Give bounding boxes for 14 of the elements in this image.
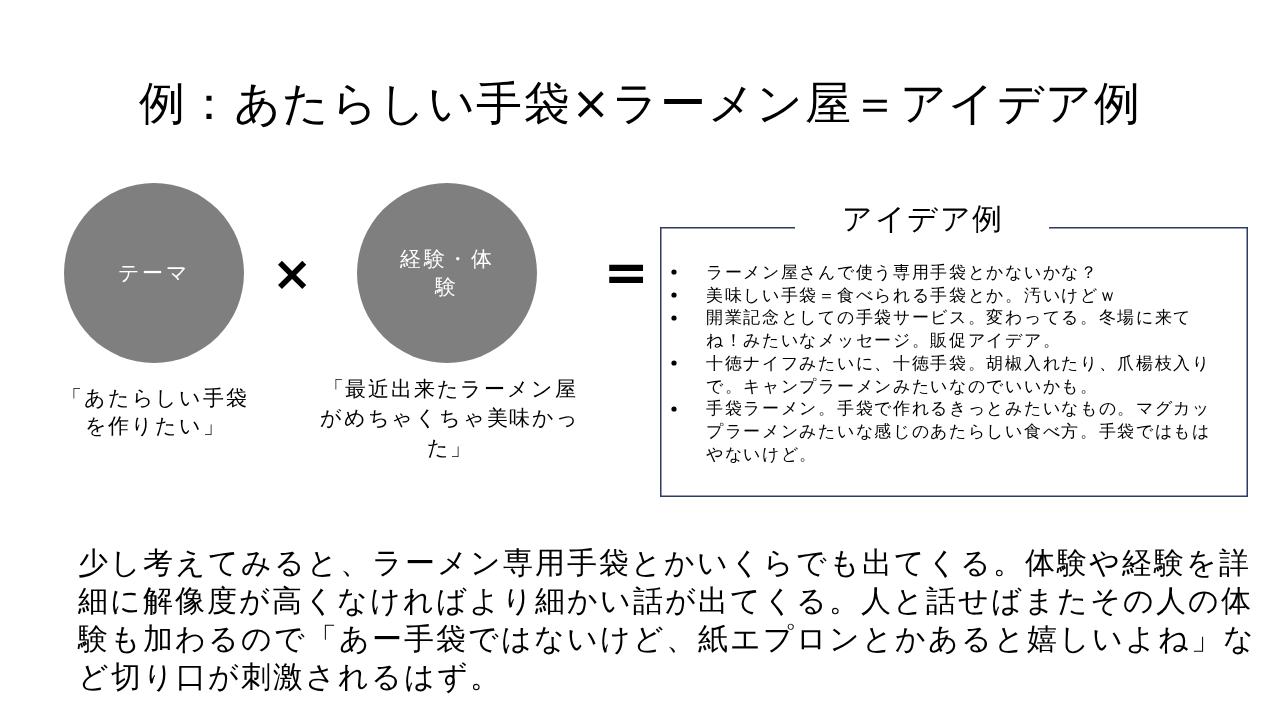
circle: テーマ — [64, 182, 244, 363]
list-item-text: 美味しい手袋＝食べられる手袋とか。汚いけどｗ — [706, 283, 1119, 307]
panel-heading: アイデア例 — [842, 201, 1004, 237]
list-item-text: ラーメン屋さんで使う専用手袋とかないかな？ — [706, 261, 1100, 284]
multiply-sign: × — [271, 249, 313, 297]
paragraph: 少し考えてみると、ラーメン専用手袋とかいくらでも出てくる。体験や経験を詳細に解像度が高くなければより細かい話が出てくる。人と話せばまたその人の体験も加わるので「あー手袋ではないけど、紙エプロンとかあると嬉しいよね」など切り口が刺激されるはず。 — [78, 544, 1257, 696]
title: 例：あたらしい手袋×ラーメン屋＝アイデア例 — [139, 76, 1141, 130]
quote-text: 「あたらしい手袋を作りたい」 — [60, 384, 250, 440]
list-item-text: 開業記念としての手袋サービス。変わってる。冬場に来てね！みたいなメッセージ。販促アイデア。 — [706, 306, 1194, 352]
circle: 経験・体験 — [357, 182, 537, 363]
list-item-text: 十徳ナイフみたいに、十徳手袋。胡椒入れたり、爪楊枝入りで。キャンプラーメンみたいなのでいいかも。 — [706, 351, 1212, 398]
quote-text: 「最近出来たラーメン屋がめちゃくちゃ美味かった」 — [319, 375, 581, 462]
list-item-text: 手袋ラーメン。手袋で作れるきっとみたいなもの。マグカップラーメンみたいな感じのあたらしい食べ方。手袋ではもはやないけど。 — [706, 397, 1212, 466]
equals-sign: = — [603, 246, 649, 300]
